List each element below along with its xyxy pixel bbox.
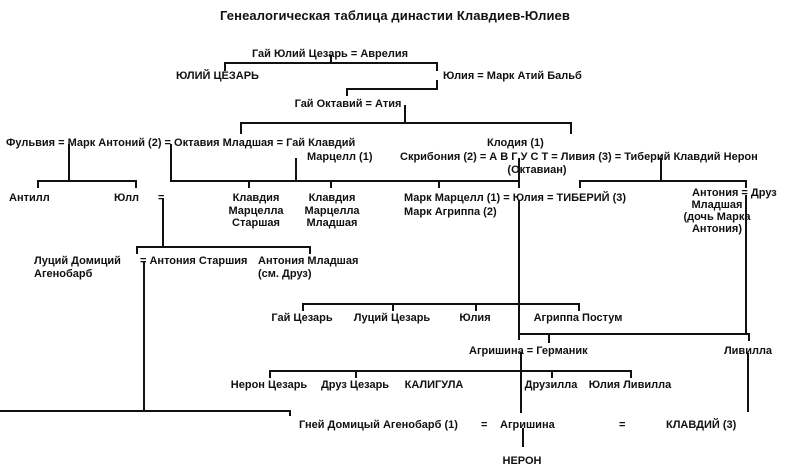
person-iullus-equals: = — [158, 192, 165, 204]
person-antyllus: Антилл — [9, 192, 50, 204]
person-ahenobarbus-line2: Агенобарб — [34, 268, 93, 280]
connector-iullus-marriage-drop — [162, 198, 164, 246]
connector-drusus-antonia-drop — [745, 195, 747, 334]
connector-julia-drop — [436, 62, 438, 71]
connector-marcus-marcellus-drop — [438, 180, 440, 188]
person-julius-caesar: ЮЛИЙ ЦЕЗАРЬ — [176, 70, 259, 82]
connector-octavia-lower-bar — [136, 246, 310, 248]
person-iullus: Юлл — [114, 192, 140, 204]
person-agrippina-germanicus: Агришина = Германик — [469, 345, 588, 357]
connector-ahenobarbus-drop — [136, 246, 138, 254]
connector-nero-caesar-drop — [269, 370, 271, 378]
person-drusus-caesar: Друз Цезарь — [320, 379, 390, 391]
person-gnaeus-domitius-ahenobarbus-1: Гней Домицый Агенобарб (1) — [299, 419, 458, 431]
connector-claudia-major-drop — [248, 180, 250, 188]
connector-julius-caesar-drop — [224, 62, 226, 71]
connector-antony-drop — [68, 144, 70, 181]
person-octavian: (Октавиан) — [507, 164, 567, 176]
connector-julia-long-drop — [518, 200, 520, 340]
person-antonia-minor-note-1: (дочь Марка — [683, 211, 751, 223]
connector-drusus-caesar-drop — [355, 370, 357, 378]
connector-octavius-children-bar — [240, 122, 572, 124]
person-claudia-marcella-major: Клавдия Марцелла Старшая — [228, 192, 284, 229]
person-antonia-minor-drusus: Антония = Друз — [692, 187, 777, 199]
connector-drusus-children-bar — [518, 333, 748, 335]
connector-claudia-minor-drop — [330, 180, 332, 188]
connector-scribonia-augustus-drop — [518, 158, 520, 181]
page-title: Генеалогическая таблица династии Клавдие… — [220, 8, 570, 23]
connector-augustus-branch-right — [570, 122, 572, 134]
person-lucius-caesar: Луций Цезарь — [353, 312, 431, 324]
connector-germanicus-children-bar — [269, 370, 630, 372]
person-marcellus-1: Марцелл (1) — [307, 151, 373, 163]
connector-antonia-minor-ref-drop — [309, 246, 311, 254]
connector-iullus-drop — [135, 180, 137, 188]
person-gaius-julius-caesar-aurelia: Гай Юлий Цезарь = Аврелия — [251, 48, 409, 60]
person-marcus-agrippa-2: Марк Агриппа (2) — [404, 206, 497, 218]
person-lucius-domitius-ahenobarbus: Луций Домиций — [34, 255, 121, 267]
person-marriage-equals-left: = — [481, 419, 488, 431]
person-gaius-caesar: Гай Цезарь — [271, 312, 333, 324]
person-clodia-1: Клодия (1) — [487, 137, 544, 149]
connector-livilla-drop — [748, 333, 750, 341]
connector-antonia-drusus-drop — [745, 180, 747, 188]
connector-ahenobarbus-bar-drop — [289, 410, 291, 416]
person-julia-the-younger: Юлия — [459, 312, 491, 324]
connector-claudius-drop — [747, 353, 749, 412]
person-antonia-minor-ref: Антония Младшая — [258, 255, 359, 267]
connector-antyllus-drop — [37, 180, 39, 188]
connector-drusilla-drop — [551, 370, 553, 378]
person-caligula: КАЛИГУЛА — [404, 379, 464, 391]
person-marcus-marcellus-julia-tiberius: Марк Марцелл (1) = Юлия = ТИБЕРИЙ (3) — [404, 192, 627, 204]
connector-octavius-drop — [346, 88, 348, 96]
connector-agrippina-younger-drop — [520, 370, 522, 413]
person-antonia-minor-ref-2: (см. Друз) — [258, 268, 312, 280]
connector-julia-livilla-drop — [630, 370, 632, 378]
person-antonia-minor-note-2: Антония) — [691, 223, 743, 235]
person-livilla: Ливилла — [723, 345, 773, 357]
connector-julia-younger-drop — [475, 303, 477, 311]
connector-agrippa-postumus-drop — [578, 303, 580, 311]
connector-caesar-children-bar — [224, 62, 438, 64]
connector-germanicus-children-drop — [520, 352, 522, 371]
person-nero-caesar: Нерон Цезарь — [230, 379, 308, 391]
person-antonia-major: = Антония Старшия — [140, 255, 248, 267]
connector-marcellus-drop — [295, 158, 297, 181]
person-gaius-octavius-atia: Гай Октавий = Атия — [294, 98, 402, 110]
connector-livia-drop — [660, 158, 662, 181]
connector-julia-balbus-drop — [436, 80, 438, 89]
person-agrippa-postumus: Агриппа Постум — [533, 312, 623, 324]
connector-germanicus-drop — [548, 333, 550, 343]
person-marriage-equals-right: = — [619, 419, 626, 431]
person-fulvia-mark-antony-octavia-gaius-claudius: Фульвия = Марк Антоний (2) = Октавия Мла… — [6, 137, 356, 149]
connector-livia-children-bar — [579, 180, 746, 182]
connector-gaius-caesar-drop — [302, 303, 304, 311]
person-drusilla: Друзилла — [524, 379, 578, 391]
person-julia-marcus-atius-balbus: Юлия = Марк Атий Бальб — [443, 70, 582, 82]
person-julia-livilla: Юлия Ливилла — [588, 379, 672, 391]
person-claudius-3: КЛАВДИЙ (3) — [666, 419, 737, 431]
connector-nero-drop — [522, 428, 524, 447]
person-scribonia-augustus-livia-tiberius-claudius-nero: Скрибония (2) = А В Г У С Т = Ливия (3) … — [400, 151, 758, 163]
connector-julia-augustus-drop — [518, 180, 520, 188]
connector-drusus-branch-drop — [579, 180, 581, 188]
connector-octavia-marcellus-bar — [170, 180, 440, 182]
connector-octavia-drop — [170, 144, 172, 181]
connector-octavius-children-drop — [404, 105, 406, 123]
connector-ahenobarbus-bar — [0, 410, 290, 412]
person-claudia-marcella-minor: Клавдия Марцелла Младшая — [304, 192, 360, 229]
person-agrippina-the-younger: Агришина — [500, 419, 555, 431]
person-antonia-minor-younger: Младшая — [691, 199, 743, 211]
connector-antony-children-bar — [37, 180, 137, 182]
person-nero: НЕРОН — [502, 455, 542, 467]
connector-julia-children-bar — [302, 303, 578, 305]
connector-octavia-branch-left — [240, 122, 242, 134]
connector-octavius-bar — [346, 88, 438, 90]
connector-antonia-lucius-drop — [143, 262, 145, 412]
connector-augustus-children-bar — [437, 180, 518, 182]
connector-caesar-drop — [330, 55, 332, 63]
connector-lucius-caesar-drop — [392, 303, 394, 311]
